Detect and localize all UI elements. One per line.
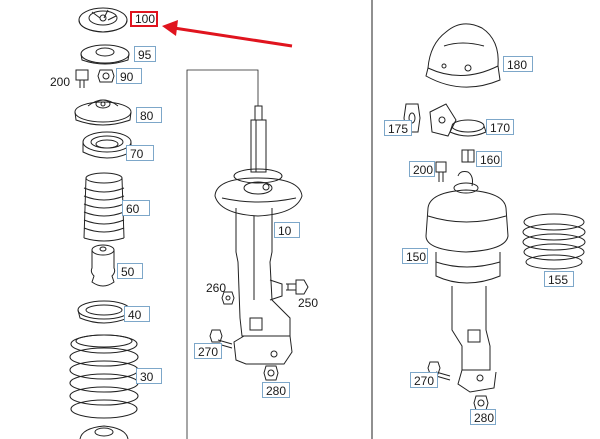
part-label-60[interactable]: 60 [122,200,150,216]
part-label-170[interactable]: 170 [486,119,514,135]
part-label-200[interactable]: 200 [50,75,71,89]
part-label-50[interactable]: 50 [117,263,143,279]
coil-spring-part [69,334,139,419]
part-label-80[interactable]: 80 [136,107,162,123]
nut-part-90 [97,69,115,83]
air-spring-cover-part [425,23,501,88]
strut-assembly-part [214,105,303,365]
part-label-270-right[interactable]: 270 [410,372,438,388]
part-label-180[interactable]: 180 [503,56,533,72]
spring-seat-part [77,300,131,324]
part-label-270[interactable]: 270 [194,343,222,359]
part-label-100[interactable]: 100 [130,11,158,27]
bearing-part [82,131,132,159]
nut-part-260 [221,291,235,305]
bump-stop-part [90,244,116,287]
part-label-280[interactable]: 280 [262,382,290,398]
part-label-90[interactable]: 90 [116,68,142,84]
bolt-part-270-right [427,361,451,381]
part-label-150[interactable]: 150 [402,248,428,264]
dust-boot-part [83,172,125,242]
part-label-70[interactable]: 70 [126,145,154,161]
nut-part-160 [461,149,475,163]
part-label-200-right[interactable]: 200 [409,161,435,177]
part-label-175[interactable]: 175 [384,120,412,136]
part-label-30[interactable]: 30 [136,368,162,384]
part-label-160[interactable]: 160 [476,151,502,167]
bolt-part-200 [75,69,89,88]
part-label-40[interactable]: 40 [124,306,150,322]
bushing-part [403,103,421,133]
part-label-280-right[interactable]: 280 [470,409,496,425]
part-label-10[interactable]: 10 [274,222,300,238]
bolt-part-250 [286,279,309,295]
washer-part [80,44,130,65]
bolt-part-200-right [435,161,447,182]
mount-cap-part [78,7,128,33]
part-label-155[interactable]: 155 [544,271,574,287]
part-label-250[interactable]: 250 [298,296,319,310]
strut-mount-part [74,99,132,126]
group-bracket [186,69,259,439]
nut-part-280-right [473,395,489,411]
highlight-arrow [162,20,293,48]
part-label-95[interactable]: 95 [134,46,156,62]
lower-seat-part [79,425,129,439]
mount-bracket-part [429,103,487,137]
part-label-260[interactable]: 260 [206,281,227,295]
air-strut-part [425,171,509,393]
nut-part-280-left [263,365,279,381]
bellows-part [522,213,586,270]
